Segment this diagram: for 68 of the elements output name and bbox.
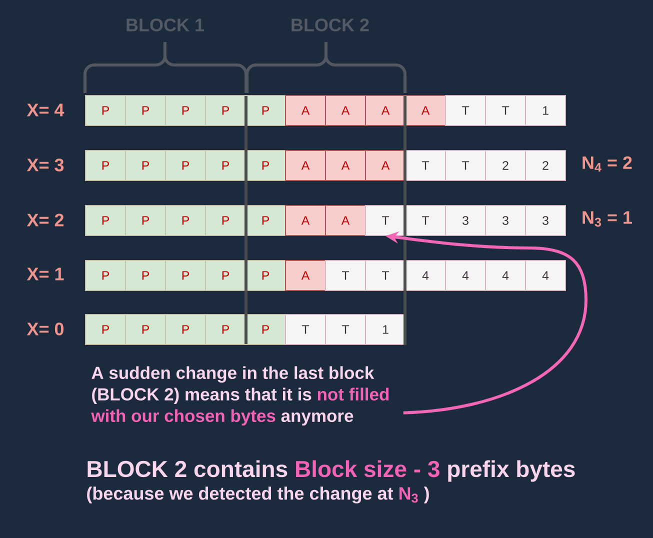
byte-cell: A — [405, 95, 446, 126]
byte-cell: P — [165, 205, 206, 236]
byte-cell: P — [125, 314, 166, 345]
byte-cell: P — [205, 95, 246, 126]
annotation-text: A sudden change in the last block (BLOCK 2) means that it is not filled with our chosen bytes anymore — [91, 366, 389, 426]
byte-cell: P — [205, 150, 246, 181]
row-label: X= 2 — [26, 214, 64, 226]
byte-cell: P — [205, 260, 246, 291]
row-label: X= 1 — [26, 268, 64, 280]
byte-cell: A — [365, 150, 406, 181]
byte-cell: 4 — [405, 260, 446, 291]
byte-cell: P — [245, 150, 286, 181]
byte-cell: 2 — [485, 150, 526, 181]
byte-cell: 1 — [525, 95, 566, 126]
byte-cell: A — [325, 95, 366, 126]
byte-cell: P — [165, 260, 206, 291]
byte-cell: T — [405, 205, 446, 236]
byte-cell: 3 — [485, 205, 526, 236]
byte-cell: P — [245, 314, 286, 345]
byte-cell: P — [205, 205, 246, 236]
byte-cell: P — [165, 95, 206, 126]
byte-cell: P — [165, 150, 206, 181]
summary-text: BLOCK 2 contains Block size - 3 prefix bytes — [88, 460, 575, 482]
byte-cell: T — [325, 260, 366, 291]
byte-cell: P — [125, 95, 166, 126]
byte-cell: A — [285, 95, 326, 126]
byte-cell: T — [365, 260, 406, 291]
row-label: X= 3 — [26, 158, 64, 172]
byte-cell: 3 — [525, 205, 566, 236]
count-label: N$_{3}$ = 1 — [582, 211, 632, 227]
byte-cell: A — [285, 205, 326, 236]
byte-cell: 4 — [525, 260, 566, 291]
byte-cell: P — [125, 260, 166, 291]
byte-cell: P — [125, 205, 166, 236]
byte-cell: 4 — [445, 260, 486, 291]
byte-cell: 1 — [365, 314, 406, 345]
byte-cell: A — [285, 150, 326, 181]
brace-label: BLOCK 2 — [292, 18, 369, 32]
byte-cell: A — [325, 205, 366, 236]
byte-cell: T — [405, 150, 446, 181]
byte-cell: P — [205, 314, 246, 345]
byte-cell: P — [85, 260, 126, 291]
row-label: X= 0 — [26, 322, 64, 336]
byte-cell: T — [445, 150, 486, 181]
byte-cell: A — [365, 95, 406, 126]
byte-cell: P — [125, 150, 166, 181]
byte-cell: T — [445, 95, 486, 126]
byte-cell: T — [325, 314, 366, 345]
count-label: N$_{4}$ = 2 — [582, 156, 632, 172]
byte-cell: P — [85, 314, 126, 345]
byte-cell: P — [85, 150, 126, 181]
brace-label: BLOCK 1 — [126, 18, 204, 32]
byte-cell: P — [245, 260, 286, 291]
row-label: X= 4 — [26, 104, 64, 116]
byte-cell: T — [485, 95, 526, 126]
byte-cell: 4 — [485, 260, 526, 291]
byte-cell: P — [85, 205, 126, 236]
byte-cell: P — [165, 314, 206, 345]
note-text: (because we detected the change at N$_{3}$ ) — [87, 486, 429, 504]
byte-cell: P — [245, 95, 286, 126]
byte-cell: P — [245, 205, 286, 236]
byte-cell: T — [285, 314, 326, 345]
byte-cell: P — [85, 95, 126, 126]
byte-cell: T — [365, 205, 406, 236]
byte-cell: 3 — [445, 205, 486, 236]
byte-cell: A — [325, 150, 366, 181]
byte-cell: 2 — [525, 150, 566, 181]
byte-cell: A — [285, 260, 326, 291]
